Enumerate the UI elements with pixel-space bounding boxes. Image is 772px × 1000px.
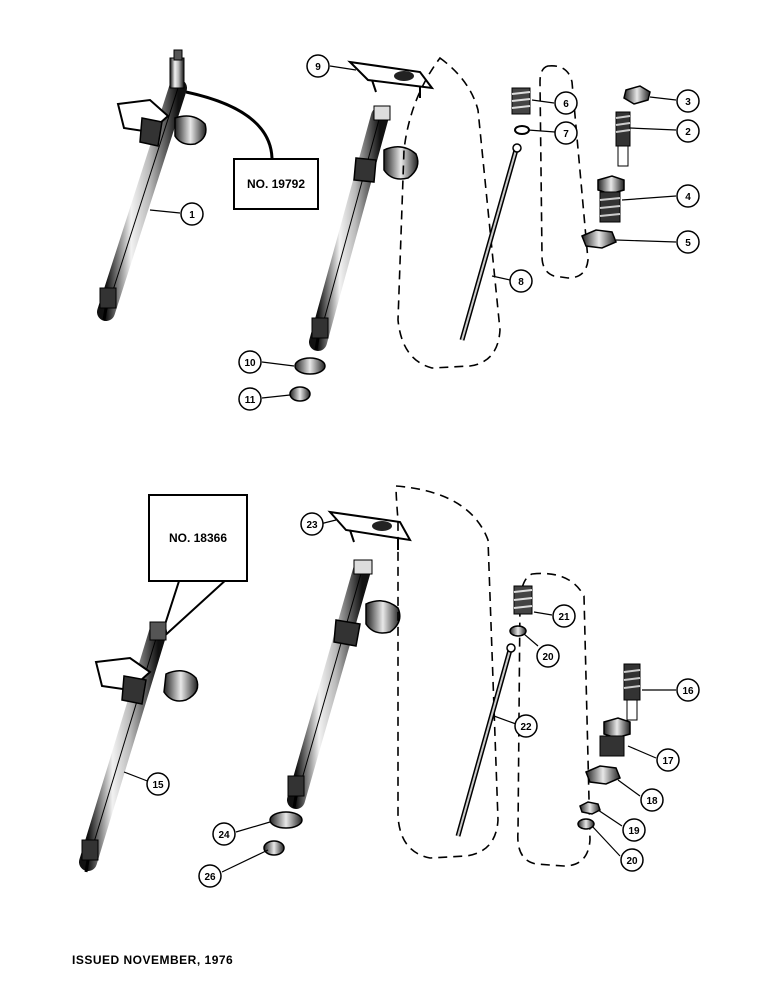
washer-10 [294, 357, 326, 375]
needle-valve-8 [459, 143, 522, 341]
adjusting-screw-16 [623, 663, 641, 721]
callout-label-bottom: NO. 18366 [168, 531, 228, 545]
adjusting-screw-cap-17 [599, 717, 631, 757]
svg-text:1: 1 [189, 210, 195, 221]
kit-boundary-bottom-left [395, 485, 499, 859]
callout-label-top: NO. 19792 [246, 177, 306, 191]
clamp-bracket-9 [347, 60, 435, 98]
svg-text:17: 17 [662, 756, 674, 767]
svg-text:19: 19 [628, 826, 640, 837]
svg-text:22: 22 [520, 722, 532, 733]
callout-leader-top [185, 90, 274, 159]
part-label-11: 11 [238, 387, 262, 411]
washer-7 [514, 125, 530, 135]
part-label-20-upper: 20 [536, 644, 560, 668]
svg-text:7: 7 [563, 129, 569, 140]
part-label-18: 18 [640, 788, 664, 812]
injector-assembly-bottom-left [79, 621, 199, 873]
svg-text:4: 4 [685, 192, 691, 203]
svg-text:21: 21 [558, 612, 570, 623]
part-label-2: 2 [676, 119, 700, 143]
part-label-21: 21 [552, 604, 576, 628]
issue-date-footer: ISSUED NOVEMBER, 1976 [72, 953, 234, 967]
svg-text:15: 15 [152, 780, 164, 791]
needle-valve-22 [455, 643, 516, 837]
kit-boundary-top-right [539, 65, 589, 279]
kit-boundary-bottom-right [517, 572, 591, 867]
leader-lines-bottom [123, 519, 676, 873]
washer-20-lower [577, 818, 595, 830]
part-label-4: 4 [676, 184, 700, 208]
adjusting-screw-2 [615, 111, 631, 167]
washer-24 [269, 811, 303, 829]
part-label-3: 3 [676, 89, 700, 113]
part-label-23: 23 [300, 512, 324, 536]
adjusting-screw-cap-4 [597, 175, 625, 223]
part-label-1: 1 [180, 202, 204, 226]
nut-5 [581, 229, 617, 249]
part-label-17: 17 [656, 748, 680, 772]
injector-assembly-bottom-middle [287, 559, 401, 809]
part-label-9: 9 [306, 54, 330, 78]
svg-text:9: 9 [315, 62, 321, 73]
washer-26 [263, 840, 285, 856]
washer-11 [289, 386, 311, 402]
part-label-7: 7 [554, 121, 578, 145]
svg-text:6: 6 [563, 99, 569, 110]
part-label-5: 5 [676, 230, 700, 254]
svg-text:8: 8 [518, 277, 524, 288]
part-label-19: 19 [622, 818, 646, 842]
part-label-26: 26 [198, 864, 222, 888]
part-label-16: 16 [676, 678, 700, 702]
svg-text:18: 18 [646, 796, 658, 807]
svg-text:23: 23 [306, 520, 318, 531]
svg-text:5: 5 [685, 238, 691, 249]
svg-text:16: 16 [682, 686, 694, 697]
svg-text:20: 20 [542, 652, 554, 663]
part-label-10: 10 [238, 350, 262, 374]
part-label-6: 6 [554, 91, 578, 115]
nut-18 [585, 765, 621, 785]
svg-text:11: 11 [245, 395, 256, 406]
svg-text:3: 3 [685, 97, 691, 108]
part-label-22: 22 [514, 714, 538, 738]
part-label-20-lower: 20 [620, 848, 644, 872]
kit-boundary-top-left [397, 56, 501, 369]
callout-pointer-bottom [157, 577, 231, 644]
clamp-bracket-23 [327, 510, 412, 550]
spring-21 [513, 585, 533, 615]
part-label-15: 15 [146, 772, 170, 796]
svg-text:20: 20 [626, 856, 638, 867]
lock-nut-3 [623, 85, 651, 105]
injector-assembly-top-left [97, 49, 207, 321]
svg-text:2: 2 [685, 127, 691, 138]
svg-text:26: 26 [204, 872, 216, 883]
spring-6 [511, 87, 531, 115]
leader-lines-top [149, 65, 677, 399]
washer-19 [579, 801, 601, 815]
part-label-24: 24 [212, 822, 236, 846]
callout-box-top: NO. 19792 [233, 158, 319, 210]
washer-20-upper [509, 625, 527, 637]
callout-box-bottom: NO. 18366 [148, 494, 248, 582]
injector-assembly-top-middle [309, 105, 419, 351]
svg-text:10: 10 [244, 358, 256, 369]
part-label-8: 8 [509, 269, 533, 293]
svg-text:24: 24 [218, 830, 230, 841]
